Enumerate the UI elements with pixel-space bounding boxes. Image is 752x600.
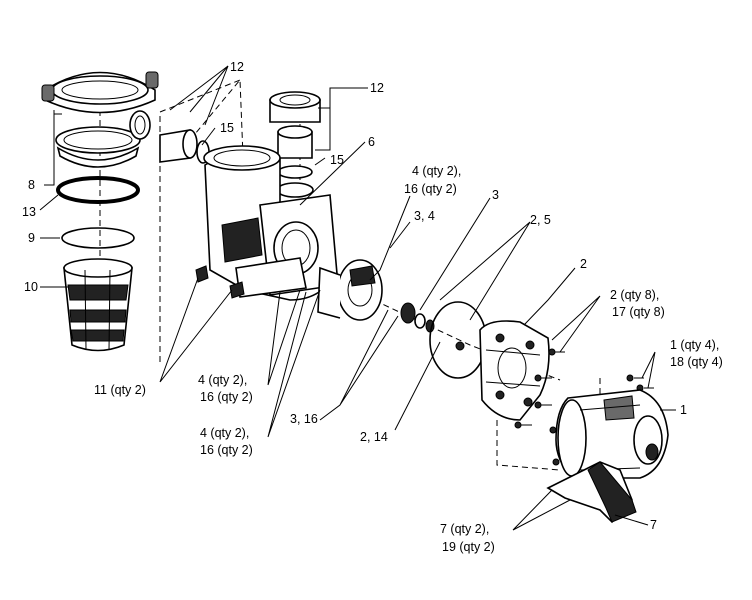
- motor: [555, 389, 669, 479]
- callout-2q-line2: 17 (qty 8): [612, 305, 665, 319]
- callout-3-16: 3, 16: [290, 412, 318, 426]
- callout-4c-line2: 16 (qty 2): [200, 443, 253, 457]
- pump-housing: [203, 145, 339, 301]
- callout-7q-line1: 7 (qty 2),: [440, 522, 489, 536]
- callout-3-4: 3, 4: [414, 209, 435, 223]
- motor-base: [546, 458, 637, 524]
- callout-4b-line1: 4 (qty 2),: [198, 373, 247, 387]
- union-nut-right: [269, 91, 321, 123]
- diffuser: [317, 259, 383, 321]
- drain-plugs: [195, 265, 245, 299]
- impeller-seal: [400, 302, 435, 333]
- callout-9: 9: [28, 231, 35, 245]
- strainer-basket: [63, 258, 133, 352]
- union-tailpiece-left: [159, 129, 210, 164]
- callout-2q-line1: 2 (qty 8),: [610, 288, 659, 302]
- callout-3: 3: [492, 188, 499, 202]
- union-tailpiece-right: [276, 125, 314, 198]
- callout-4a-line2: 16 (qty 2): [404, 182, 457, 196]
- seal-plate-gasket: [429, 301, 487, 379]
- callout-13: 13: [22, 205, 36, 219]
- callout-4a-line1: 4 (qty 2),: [412, 164, 461, 178]
- leader-lines: [39, 65, 676, 531]
- callout-15-right: 15: [330, 153, 344, 167]
- callout-8: 8: [28, 178, 35, 192]
- callout-4b-line2: 16 (qty 2): [200, 390, 253, 404]
- callout-2-5: 2, 5: [530, 213, 551, 227]
- callout-2-14: 2, 14: [360, 430, 388, 444]
- callout-2: 2: [580, 257, 587, 271]
- union-nut-left: [129, 110, 151, 140]
- callout-11: 11 (qty 2): [94, 383, 146, 397]
- seal-plate: [479, 320, 550, 421]
- seal-plate-bolts: [514, 348, 568, 434]
- callout-12-left: 12: [230, 60, 244, 74]
- lid-oring: [55, 126, 141, 168]
- callout-4c-line1: 4 (qty 2),: [200, 426, 249, 440]
- strainer-ring: [56, 176, 140, 204]
- callouts: 12 15 12 15 6 8 13 9 10 11 (qty 2) 4 (qt…: [22, 60, 723, 554]
- callout-10: 10: [24, 280, 38, 294]
- basket-gasket: [61, 227, 135, 249]
- callout-6: 6: [368, 135, 375, 149]
- strainer-cover: [41, 71, 159, 114]
- callout-1q-line1: 1 (qty 4),: [670, 338, 719, 352]
- callout-7: 7: [650, 518, 657, 532]
- callout-7q-line2: 19 (qty 2): [442, 540, 495, 554]
- callout-1: 1: [680, 403, 687, 417]
- callout-12-right: 12: [370, 81, 384, 95]
- callout-1q-line2: 18 (qty 4): [670, 355, 723, 369]
- callout-15-left: 15: [220, 121, 234, 135]
